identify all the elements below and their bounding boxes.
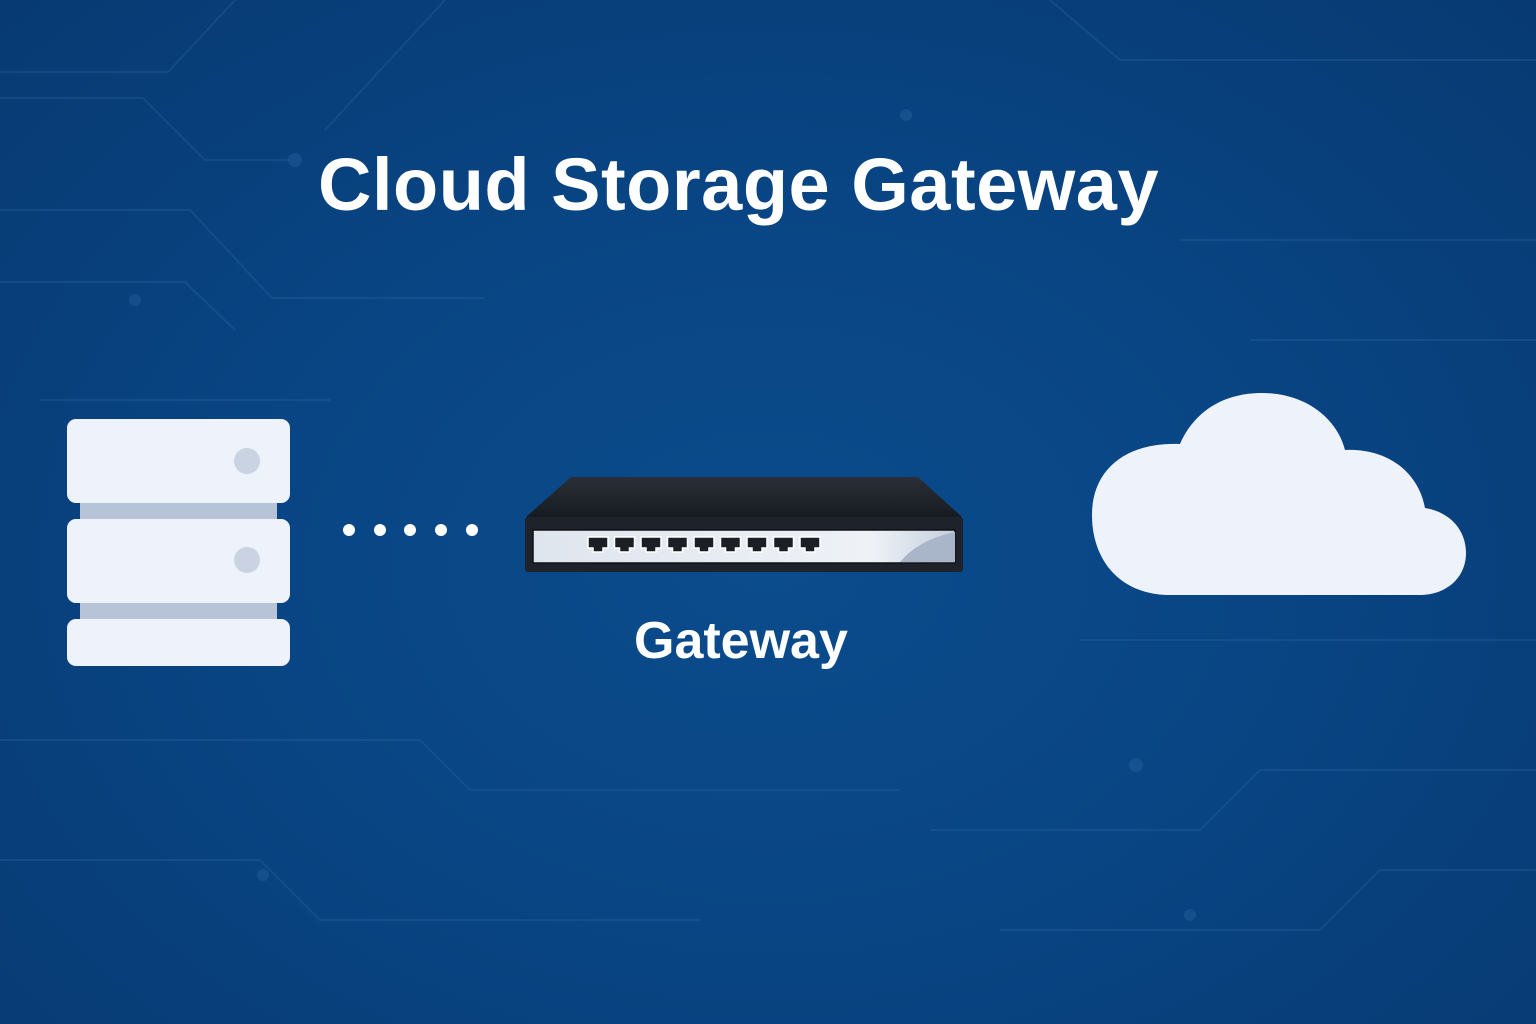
server-unit	[67, 519, 290, 603]
ethernet-port	[746, 536, 768, 553]
server-unit	[67, 619, 290, 666]
ethernet-port	[666, 536, 689, 553]
ethernet-port	[772, 536, 795, 553]
ethernet-port	[640, 536, 662, 553]
ethernet-port	[693, 536, 715, 553]
server-unit	[67, 419, 290, 503]
server-led	[234, 547, 260, 573]
gateway-label: Gateway	[634, 612, 848, 670]
ethernet-port	[613, 536, 636, 553]
dot	[343, 524, 355, 536]
server-connector	[80, 600, 277, 622]
dot	[404, 524, 416, 536]
ethernet-port	[587, 536, 609, 553]
ethernet-port	[799, 536, 821, 553]
ethernet-port	[719, 536, 742, 553]
dot	[466, 524, 478, 536]
server-connector	[80, 500, 277, 522]
server-led	[234, 448, 260, 474]
page-title: Cloud Storage Gateway	[318, 143, 1160, 226]
dot	[374, 524, 386, 536]
dot	[435, 524, 447, 536]
